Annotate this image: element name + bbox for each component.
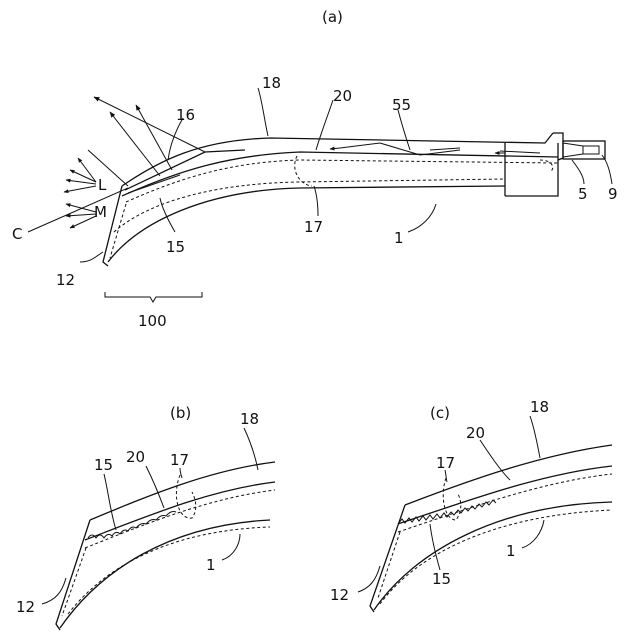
label-c: C (12, 225, 22, 243)
fan-m-arrow-3 (70, 216, 96, 228)
b-leader-1 (222, 534, 240, 560)
c-leader-15 (430, 524, 440, 570)
proximal-dashed-loop (540, 160, 553, 172)
connector-taper (563, 143, 583, 157)
leader-55 (398, 110, 410, 150)
emission-arrow-1 (110, 112, 160, 176)
label-100: 100 (138, 312, 167, 330)
c-label-17: 17 (436, 454, 455, 472)
panel-c: (c) 18 20 17 15 1 12 (330, 398, 612, 612)
c-label-1: 1 (506, 542, 516, 560)
c-label-20: 20 (466, 424, 485, 442)
fan-l-arrow-3 (66, 180, 96, 184)
label-5: 5 (578, 185, 588, 203)
panel-c-title: (c) (430, 404, 450, 422)
b-tip (56, 520, 90, 630)
leader-15 (160, 198, 175, 232)
b-label-20: 20 (126, 448, 145, 466)
label-18: 18 (262, 74, 281, 92)
label-20: 20 (333, 87, 352, 105)
label-16: 16 (176, 106, 195, 124)
b-tip-dashed (62, 548, 86, 616)
label-l: L (98, 176, 107, 194)
leader-20 (316, 100, 333, 150)
leader-18 (258, 88, 268, 136)
fan-l-arrow-4 (64, 186, 96, 192)
b-label-1: 1 (206, 556, 216, 574)
b-outer-edge (90, 462, 275, 520)
c-label-12: 12 (330, 586, 349, 604)
c-tip-dashed (378, 532, 400, 598)
emission-arrow-2 (136, 105, 172, 170)
b-leader-17 (180, 468, 182, 478)
diffuser-16 (125, 150, 245, 190)
fan-m (66, 204, 96, 228)
label-55: 55 (392, 96, 411, 114)
b-leader-15 (104, 474, 116, 530)
b-label-15: 15 (94, 456, 113, 474)
b-leader-18 (244, 428, 258, 470)
b-label-17: 17 (170, 451, 189, 469)
inner-boundary-20 (122, 152, 558, 196)
panel-a-title: (a) (322, 8, 343, 26)
b-cut-17 (176, 475, 195, 518)
label-17: 17 (304, 218, 323, 236)
label-m: M (94, 203, 107, 221)
c-inner-dashed-lower (380, 510, 612, 604)
b-leader-12 (42, 578, 66, 604)
connector-inner (583, 146, 599, 154)
leader-17 (314, 186, 318, 216)
label-1: 1 (394, 229, 404, 247)
bracket-100 (105, 292, 202, 302)
label-15: 15 (166, 238, 185, 256)
b-bottom-edge (60, 520, 270, 628)
c-leader-18 (530, 416, 540, 458)
leader-1 (408, 204, 436, 232)
panel-b: (b) 15 20 17 18 1 12 (16, 404, 275, 630)
fan-m-arrow-2 (66, 214, 96, 216)
c-label-18: 18 (530, 398, 549, 416)
outer-top-edge (122, 133, 553, 186)
b-label-18: 18 (240, 410, 259, 428)
fan-l-arrow-1 (78, 158, 96, 182)
light-arrow-2 (330, 148, 340, 149)
c-leader-20 (480, 440, 510, 480)
leader-5 (572, 160, 584, 184)
panel-b-title: (b) (170, 404, 191, 422)
axis-c (28, 188, 128, 232)
label-12: 12 (56, 271, 75, 289)
c-label-15: 15 (432, 570, 451, 588)
fan-m-arrow-1 (66, 204, 96, 212)
panel-a: (a) (12, 8, 618, 330)
c-leader-1 (522, 520, 544, 548)
b-label-12: 12 (16, 598, 35, 616)
fan-l (64, 158, 96, 192)
label-9: 9 (608, 185, 618, 203)
c-inner-dashed-upper (398, 474, 612, 532)
leader-12 (80, 252, 103, 262)
c-diffuser-15 (398, 500, 496, 524)
b-leader-20 (146, 466, 164, 508)
light-seg (430, 148, 460, 150)
